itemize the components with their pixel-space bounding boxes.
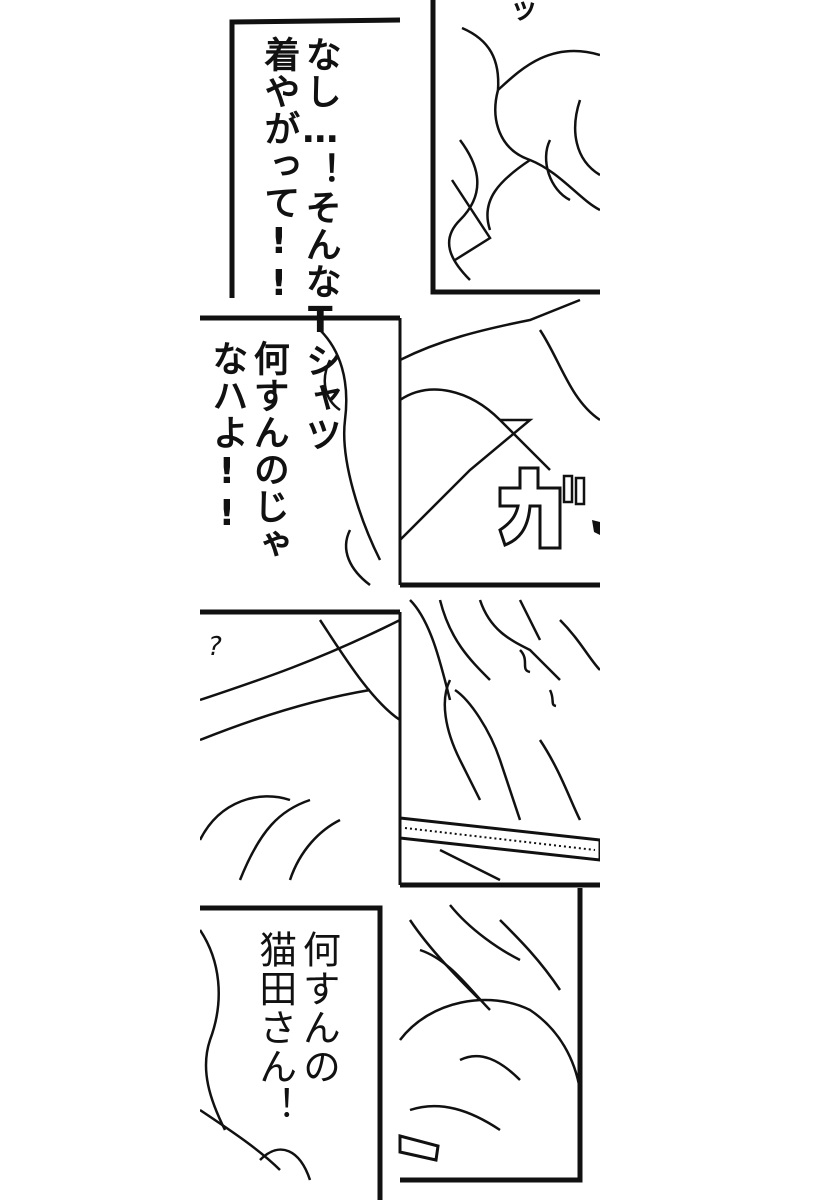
dialogue-line: 猫田さん！ [252,930,297,1125]
comic-strip: ッ [200,0,600,1200]
panel-1-sfx: ッ [510,0,538,25]
comic-artwork: ッ [200,0,600,1200]
panel-2-sfx-kattsu [498,466,600,550]
dialogue-panel-4: 何すんの 猫田さん！ [252,930,341,1125]
panel-3-dotted-band [398,816,600,862]
panel-3-right-character [409,599,600,882]
panel-4-right-character [399,904,582,1132]
panel-1-character-hair [448,26,600,281]
question-mark: ? [208,632,222,662]
panel-4-left-character [200,929,312,1181]
dialogue-line: なハよ!! [206,340,248,535]
dialogue-line: 着やがって!! [258,36,300,305]
panel-1-left-frame [229,17,401,298]
dialogue-panel-1: なし…！そんなTシャツ 着やがって!! [258,36,341,453]
dialogue-panel-2: 何すんのじゃ なハよ!! [206,340,289,562]
panel-4-dotted-bar [398,1134,440,1162]
dialogue-line: 何すんのじゃ [247,340,289,562]
dialogue-line: 何すんの [296,930,341,1086]
panel-4-right-frame [400,888,583,1183]
panel-1-right-frame [430,0,600,295]
panel-3-left-character [200,618,401,881]
panel-2-character-hair [319,298,600,586]
panel-4-left-frame [200,905,383,1200]
dialogue-line: なし…！そんなTシャツ [299,36,341,453]
